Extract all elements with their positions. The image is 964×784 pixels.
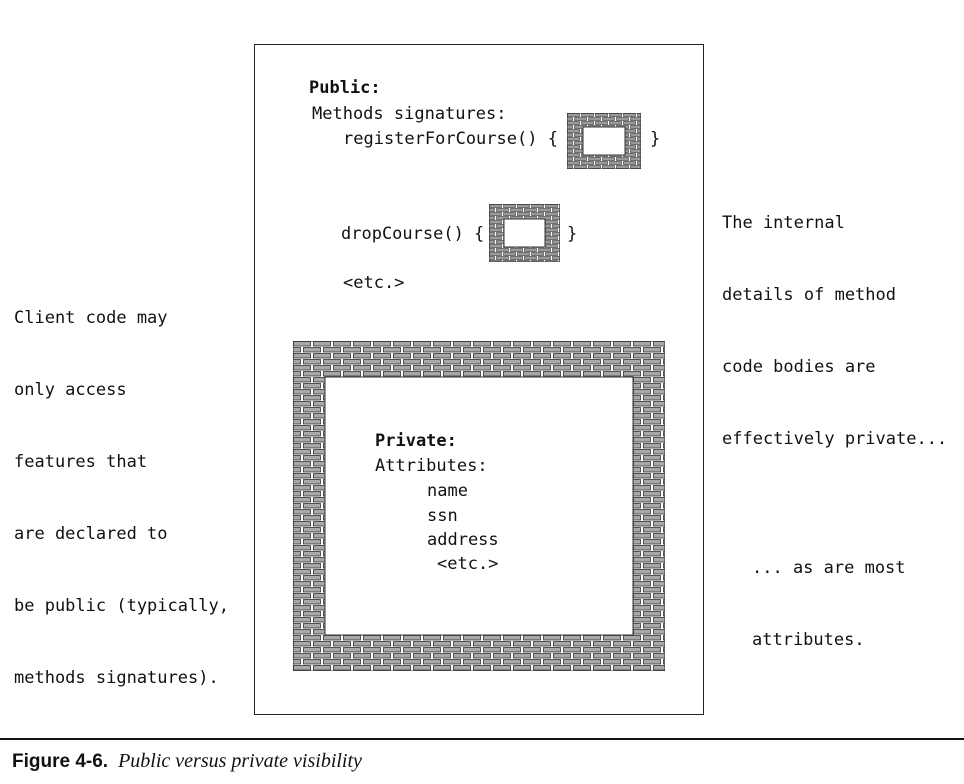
figure-caption: Figure 4-6. Public versus private visibi… [12, 750, 362, 773]
methods-heading: Methods signatures: [312, 104, 507, 124]
method-bodies-annotation: The internal details of method code bodi… [722, 163, 947, 475]
annotation-line: The internal [722, 213, 845, 233]
attribute-address: address [427, 530, 499, 550]
client-code-annotation: Client code may only access features tha… [14, 258, 229, 714]
annotation-line: methods signatures). [14, 668, 219, 688]
attribute-etc: <etc.> [437, 554, 499, 574]
method-body-brick-wall-2 [489, 204, 560, 262]
private-heading: Private: [375, 431, 457, 451]
annotation-line: code bodies are [722, 357, 876, 377]
private-brick-wall [293, 341, 665, 671]
annotation-line: features that [14, 452, 148, 472]
attributes-heading: Attributes: [375, 456, 488, 476]
annotation-line: only access [14, 380, 127, 400]
public-etc: <etc.> [343, 273, 405, 293]
annotation-line: ... as are most [752, 558, 906, 578]
public-heading: Public: [309, 78, 381, 98]
annotation-line: effectively private... [722, 429, 948, 449]
figure-title: Public versus private visibility [118, 750, 362, 772]
attributes-annotation: ... as are most attributes. [752, 508, 906, 676]
annotation-line: details of method [722, 285, 896, 305]
caption-divider [0, 738, 964, 740]
attribute-name: name [427, 481, 468, 501]
annotation-line: be public (typically, [14, 596, 229, 616]
method-drop-close-brace: } [567, 224, 578, 244]
method-body-brick-wall-1 [567, 113, 641, 169]
attribute-ssn: ssn [427, 506, 458, 526]
object-box [254, 44, 704, 715]
method-register-close-brace: } [650, 129, 661, 149]
method-register-signature: registerForCourse() { [343, 129, 558, 149]
annotation-line: attributes. [752, 630, 865, 650]
figure-label: Figure 4-6. [12, 751, 109, 772]
annotation-line: are declared to [14, 524, 168, 544]
annotation-line: Client code may [14, 308, 168, 328]
method-drop-signature: dropCourse() { [341, 224, 485, 244]
